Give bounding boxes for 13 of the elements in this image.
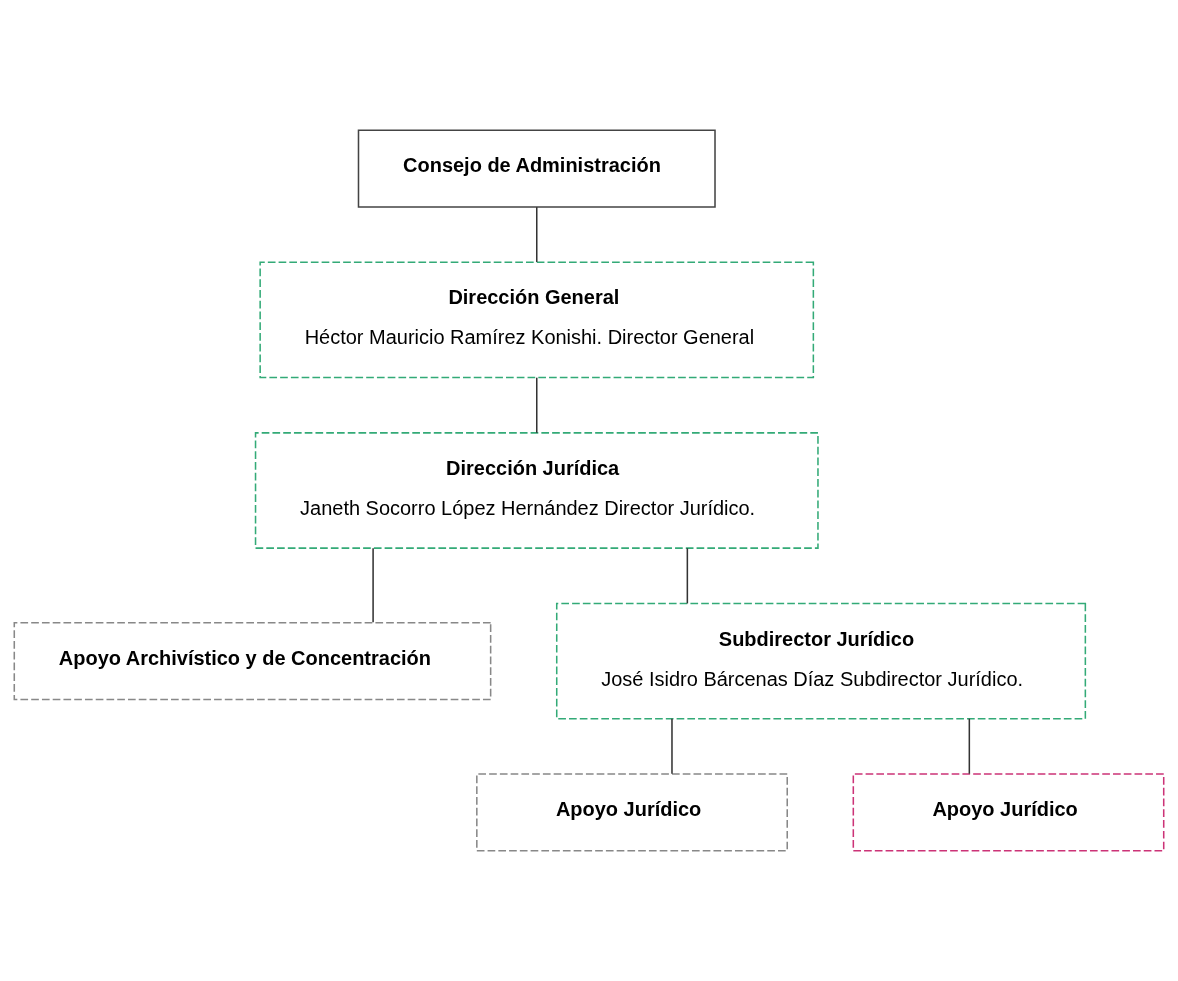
node-box: Apoyo Jurídico [476,773,788,852]
connector [686,547,689,605]
node-box: Apoyo Archivístico y de Concentración [13,621,492,701]
connector [372,547,374,623]
node-box: Dirección General Héctor Mauricio Ramírez Konishi. Director General [259,261,815,379]
node-box: Apoyo Jurídico [852,773,1165,852]
connector [536,206,538,263]
node-box: Subdirector Jurídico José Isidro Bárcenas Díaz Subdirector Jurídico. [555,602,1087,720]
connector [536,376,538,434]
node-box: Consejo de Administración [357,129,716,208]
connector [671,717,673,775]
connector [968,717,971,775]
node-box: Dirección Jurídica Janeth Socorro López Hernández Director Jurídico. [254,432,819,549]
